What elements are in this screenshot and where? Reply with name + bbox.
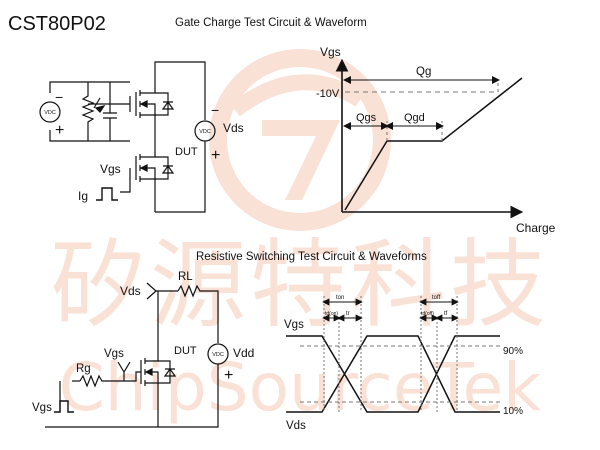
switching-title: Resistive Switching Test Circuit & Wavef… (196, 251, 427, 263)
qgs-label: Qgs (356, 112, 377, 124)
vdc-right-label: VDC (199, 129, 211, 135)
minus-10v-label: -10V (316, 88, 340, 100)
switching-dut-mosfet (140, 354, 177, 427)
vgs-waveform (286, 335, 500, 413)
qgd-label: Qgd (404, 112, 425, 124)
vds-label: Vds (223, 121, 244, 135)
ig-label: Ig (78, 189, 88, 203)
vdd-label: Vdd (233, 346, 254, 360)
minus-sign-left: − (55, 89, 63, 105)
tf-label: tf (444, 311, 448, 317)
watermark-logo (209, 49, 391, 231)
timing-dimensions (322, 298, 459, 322)
switching-circuit (45, 282, 229, 428)
ton-label: ton (336, 295, 344, 301)
dut-mosfet (120, 148, 175, 212)
vgs-curve (344, 77, 523, 211)
gate-charge-circuit (39, 61, 216, 213)
qg-label: Qg (416, 66, 431, 78)
vdc-label: VDC (212, 352, 224, 358)
vds-terminal-label: Vds (120, 284, 141, 298)
tr-label: tr (346, 311, 350, 317)
vgs-circuit-label: Vgs (100, 162, 121, 176)
vdc-left-label: VDC (44, 110, 56, 116)
capacitor (103, 82, 117, 141)
ig-pulse (96, 187, 118, 201)
switching-waveform: ton td(on) tr toff td(off) tf Vgs Vds 90… (284, 295, 523, 432)
watermark-latin: ChipSourceTek (59, 349, 543, 426)
potentiometer (81, 82, 95, 141)
pct-90-label: 90% (503, 346, 523, 357)
plus-sign-left: + (55, 122, 64, 139)
vgs-waveform-label: Vgs (284, 319, 304, 331)
plus-sign-right: + (211, 147, 220, 164)
pct-10-label: 10% (503, 406, 523, 417)
upper-mosfet (135, 68, 175, 141)
vds-waveform (286, 335, 500, 413)
charge-axis-label: Charge (516, 221, 556, 235)
switching-dut-label: DUT (174, 345, 197, 357)
vgs-probe-label: Vgs (104, 348, 124, 360)
td-on-label: td(on) (325, 311, 338, 317)
vgs-axis-label: Vgs (320, 45, 341, 59)
gate-resistor (79, 371, 141, 388)
vdc-source-left (39, 101, 61, 123)
watermark-chinese: 矽源特科技 (50, 229, 550, 341)
watermark: 矽源特科技 ChipSourceTek (50, 49, 550, 426)
td-off-label: td(off) (421, 311, 434, 317)
rl-label: RL (178, 271, 193, 283)
minus-sign-right: − (211, 102, 219, 118)
vgs-pulse (54, 400, 74, 413)
part-number: CST80P02 (8, 13, 106, 35)
gate-charge-circuit-labels: VDC VDC − + − + Vds DUT Vgs Ig (44, 89, 244, 203)
switching-circuit-labels: Vds RL DUT Vgs Rg Vdd VDC + Vgs (32, 271, 254, 414)
gate-charge-title: Gate Charge Test Circuit & Waveform (175, 17, 367, 29)
vgs-probe (117, 361, 131, 381)
load-resistor (177, 284, 219, 343)
vgs-source-label: Vgs (32, 402, 52, 414)
gate-charge-waveform: Vgs Charge -10V Qg Qgs Qgd (316, 45, 556, 235)
dut-label: DUT (175, 146, 198, 158)
vds-waveform-label: Vds (286, 420, 306, 432)
rg-label: Rg (76, 363, 91, 375)
vdd-plus-sign: + (224, 367, 233, 384)
timing-markers (323, 296, 458, 412)
toff-label: toff (432, 295, 441, 301)
